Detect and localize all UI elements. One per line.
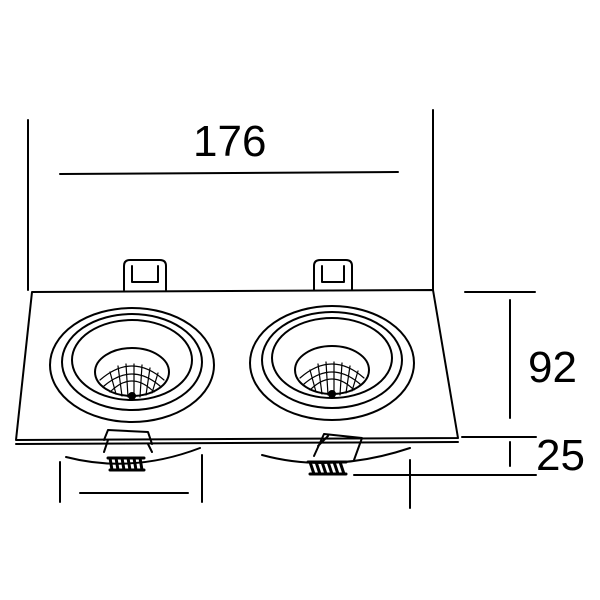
lamp-left-bezel — [61, 313, 203, 411]
lamp-right-bezel — [261, 311, 403, 409]
lamp-right-reflector — [294, 345, 370, 395]
cutout-dimension — [59, 454, 203, 503]
top-spring-clips — [123, 259, 353, 291]
width-dimension — [27, 109, 434, 291]
width-dimension-label: 176 — [193, 117, 267, 166]
width-dimension-line — [59, 171, 399, 175]
lamp-right-reflector-facets — [299, 361, 365, 396]
spring-clip-left-top — [123, 259, 167, 291]
faceplate-bottom-edge — [15, 441, 459, 445]
spring-clip-right-top — [313, 259, 353, 291]
faceplate-outline — [15, 289, 459, 441]
height-dimension — [461, 291, 537, 438]
bottom-spring-clips — [103, 429, 363, 476]
spring-clip-left-bottom — [103, 429, 153, 453]
lamp-right — [249, 305, 415, 464]
lamp-left-reflector — [94, 347, 170, 397]
spring-coil-left — [106, 456, 146, 472]
lamp-left-inner-ring — [71, 319, 193, 401]
lamp-left-rear-housing — [65, 447, 201, 465]
lamp-right-outer-ring — [249, 305, 415, 421]
spring-clip-right-bottom — [313, 433, 363, 461]
lamp-left-bulb-tip — [128, 392, 136, 400]
lamp-right-bulb-tip — [328, 390, 336, 398]
housing-faceplate — [15, 289, 459, 445]
spring-coil-right — [306, 460, 348, 476]
depth-dimension — [353, 441, 537, 509]
lamp-left-outer-ring — [49, 307, 215, 423]
depth-dimension-label: 25 — [536, 431, 585, 480]
lamp-right-inner-ring — [271, 317, 393, 399]
height-dimension-label: 92 — [528, 343, 577, 392]
lamp-left — [49, 307, 215, 465]
lamp-left-reflector-facets — [99, 363, 165, 398]
